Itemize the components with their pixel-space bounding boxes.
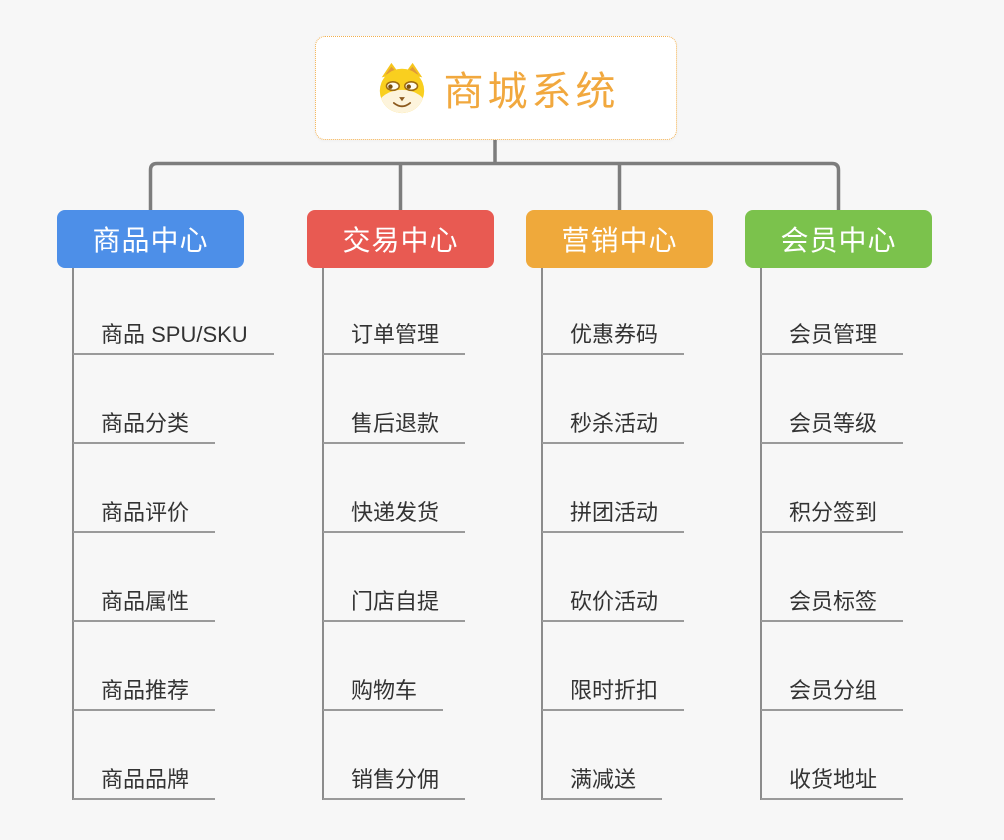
root-title: 商城系统	[443, 70, 620, 114]
branch-stem-line	[760, 268, 762, 800]
leaf-node[interactable]: 会员分组	[761, 673, 904, 711]
leaf-node[interactable]: 快递发货	[323, 495, 466, 533]
leaf-node[interactable]: 会员管理	[761, 317, 904, 355]
branch-node[interactable]: 营销中心	[526, 210, 713, 268]
leaf-node[interactable]: 门店自提	[323, 584, 466, 622]
leaf-node[interactable]: 售后退款	[323, 406, 466, 444]
leaf-node[interactable]: 商品品牌	[73, 762, 216, 800]
root-node[interactable]: 商城系统	[315, 36, 677, 140]
branch-node[interactable]: 商品中心	[57, 210, 244, 268]
leaf-node[interactable]: 商品属性	[73, 584, 216, 622]
branch-stem-line	[72, 268, 74, 800]
leaf-node[interactable]: 砍价活动	[542, 584, 685, 622]
leaf-node[interactable]: 秒杀活动	[542, 406, 685, 444]
leaf-node[interactable]: 商品分类	[73, 406, 216, 444]
leaf-node[interactable]: 积分签到	[761, 495, 904, 533]
leaf-node[interactable]: 优惠券码	[542, 317, 685, 355]
leaf-node[interactable]: 会员标签	[761, 584, 904, 622]
leaf-node[interactable]: 销售分佣	[323, 762, 466, 800]
leaf-node[interactable]: 限时折扣	[542, 673, 685, 711]
leaf-node[interactable]: 收货地址	[761, 762, 904, 800]
leaf-node[interactable]: 订单管理	[323, 317, 466, 355]
doge-icon	[379, 62, 424, 114]
branch-node[interactable]: 交易中心	[307, 210, 494, 268]
branch-stem-line	[322, 268, 324, 800]
leaf-node[interactable]: 商品 SPU/SKU	[73, 317, 274, 355]
leaf-node[interactable]: 商品推荐	[73, 673, 216, 711]
leaf-node[interactable]: 购物车	[323, 673, 444, 711]
leaf-node[interactable]: 拼团活动	[542, 495, 685, 533]
leaf-node[interactable]: 商品评价	[73, 495, 216, 533]
leaf-node[interactable]: 会员等级	[761, 406, 904, 444]
branch-stem-line	[541, 268, 543, 800]
leaf-node[interactable]: 满减送	[542, 762, 663, 800]
branch-node[interactable]: 会员中心	[745, 210, 932, 268]
